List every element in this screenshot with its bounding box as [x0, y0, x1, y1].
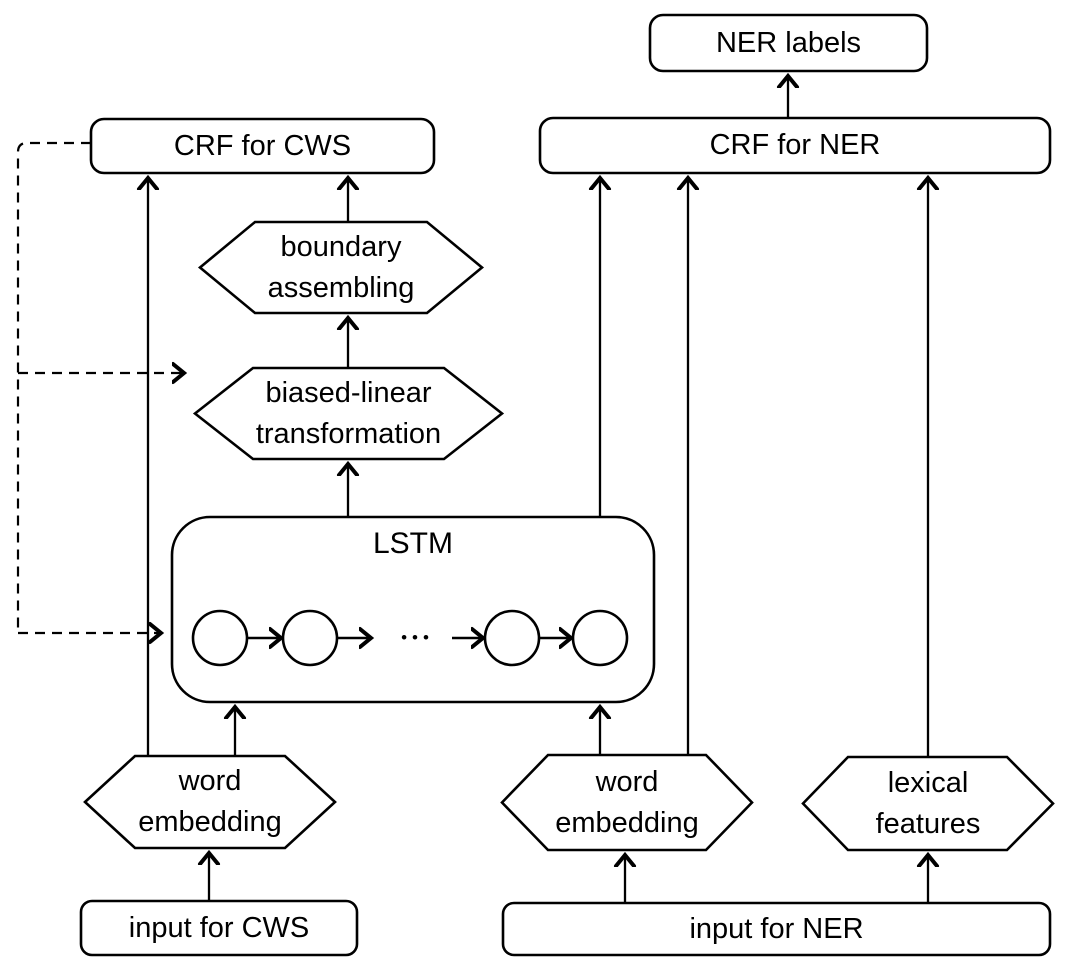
lstm-box — [170, 515, 656, 704]
lstm-cell-4 — [571, 609, 629, 667]
word-embedding-ner-hexagon — [500, 753, 754, 852]
word-embedding-cws-hexagon — [83, 754, 337, 850]
lexical-features-hexagon — [801, 755, 1055, 852]
lstm-cell-3 — [483, 609, 541, 667]
ner-labels-box — [648, 13, 929, 73]
input-for-cws-box — [79, 899, 359, 957]
lstm-cell-1 — [191, 609, 249, 667]
dashed-feedback-trunk — [16, 141, 91, 633]
biased-linear-transformation-hexagon — [192, 366, 505, 461]
input-for-ner-box — [501, 901, 1052, 957]
crf-for-cws-box — [89, 117, 436, 175]
crf-for-ner-box — [538, 116, 1052, 175]
boundary-assembling-hexagon — [197, 220, 485, 315]
lstm-cell-2 — [281, 609, 339, 667]
